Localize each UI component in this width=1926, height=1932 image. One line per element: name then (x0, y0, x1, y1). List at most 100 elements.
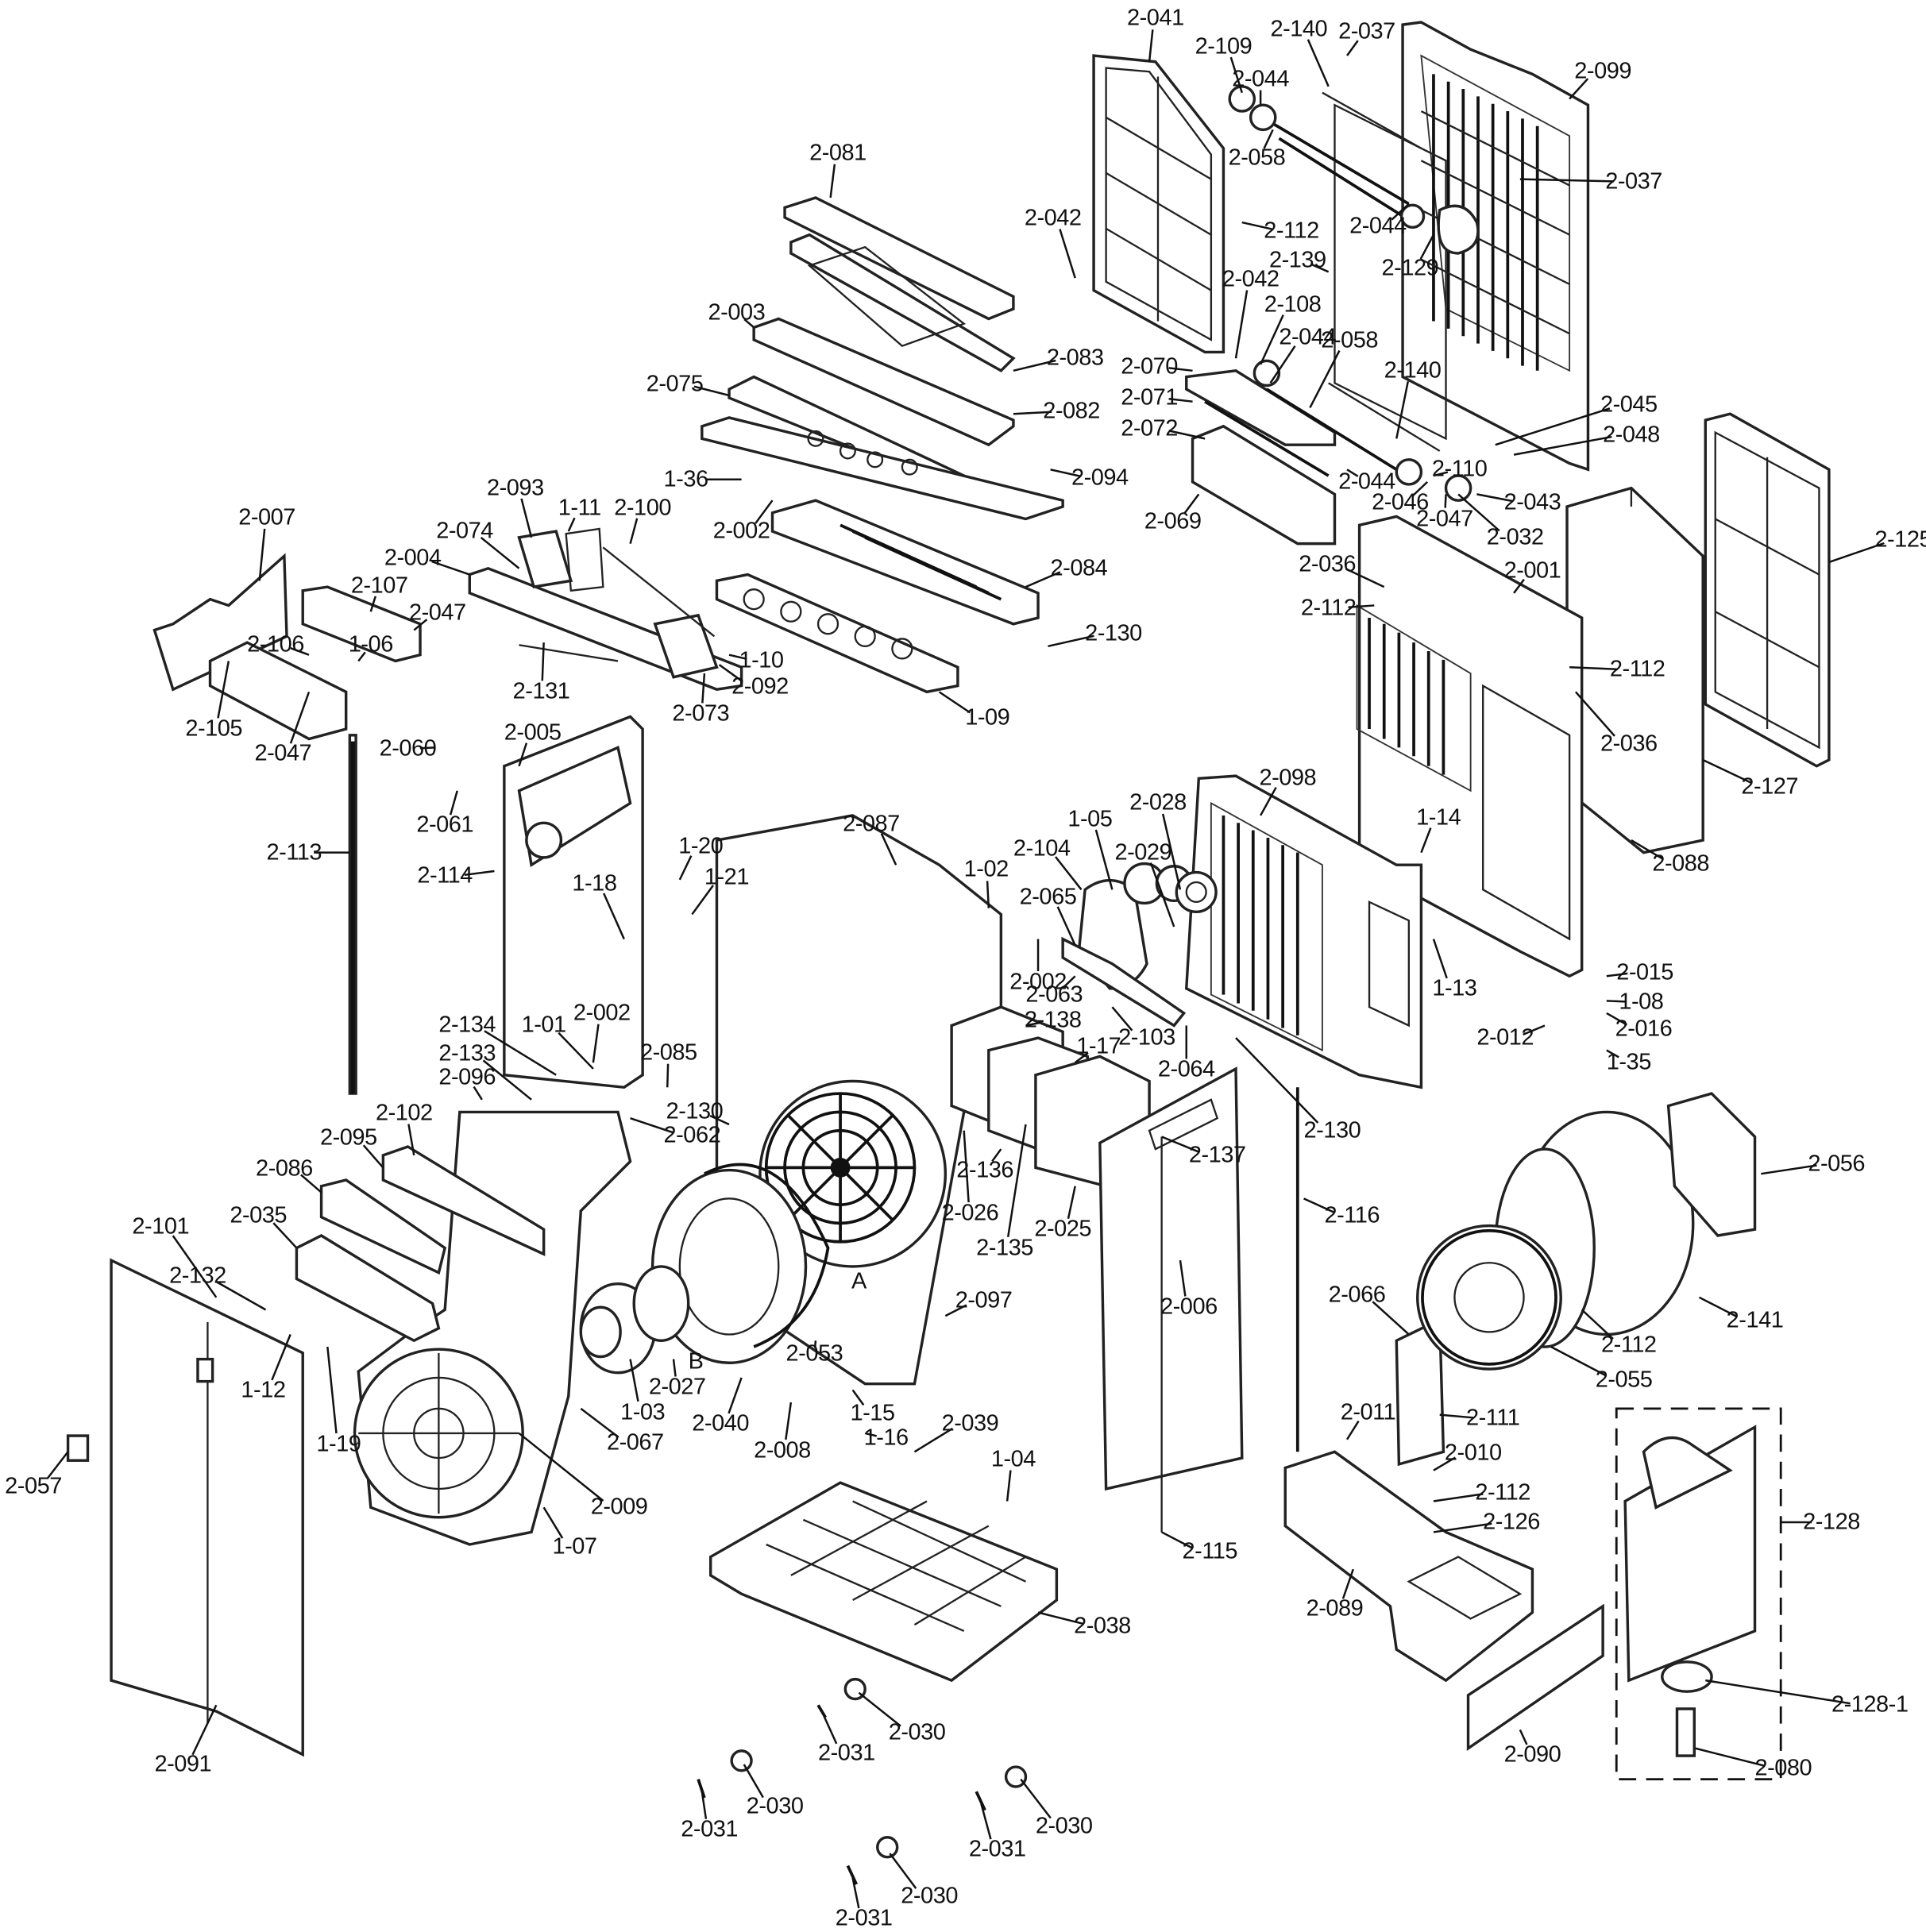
leader-line (473, 1086, 483, 1101)
part-label: 2-081 (809, 140, 867, 166)
leader-line (1395, 381, 1410, 439)
part-label: 2-138 (1024, 1007, 1082, 1033)
left-side-cover (152, 553, 422, 741)
part-label: 2-090 (1503, 1741, 1561, 1768)
leader-line (1519, 178, 1615, 183)
leader-line (813, 1340, 817, 1348)
part-label: 1-09 (965, 704, 1010, 731)
leader-line (431, 560, 470, 576)
leader-line (1056, 906, 1076, 946)
leader-line (820, 1710, 838, 1745)
leader-line (1433, 1493, 1484, 1502)
part-label: 1-15 (850, 1400, 896, 1426)
part-label: 2-025 (1034, 1216, 1091, 1242)
part-label: 2-044 (1232, 66, 1289, 92)
part-label: 2-028 (1129, 789, 1187, 816)
leader-line (1094, 829, 1114, 890)
leader-line (1411, 480, 1429, 497)
part-label: 1-11 (558, 495, 601, 521)
leader-line (880, 833, 897, 866)
part-label: 2-080 (1754, 1755, 1812, 1781)
part-label: 2-112 (1475, 1479, 1530, 1506)
drum-filter (650, 1163, 830, 1364)
part-label: 1-19 (316, 1431, 361, 1457)
part-label: 2-112 (1601, 1332, 1657, 1358)
leader-line (1550, 1345, 1607, 1377)
leader-line (1513, 578, 1525, 594)
leader-line (407, 1124, 415, 1156)
leader-line (1269, 345, 1296, 384)
part-label: 2-031 (818, 1740, 875, 1766)
part-label: 2-004 (384, 545, 442, 571)
leader-line (743, 1764, 764, 1799)
part-label: 2-087 (843, 811, 900, 837)
leader-line (1341, 1568, 1354, 1599)
part-label: 2-136 (956, 1157, 1013, 1183)
part-label: 1-17 (1076, 1033, 1121, 1059)
letter-marker: B (688, 1348, 704, 1375)
leader-line (1234, 290, 1249, 359)
leader-line (46, 1451, 69, 1479)
part-label: 2-103 (1118, 1024, 1175, 1051)
leader-line (858, 1691, 901, 1727)
leader-line (963, 1130, 970, 1203)
leader-line (1345, 568, 1385, 588)
part-label: 2-072 (1121, 415, 1178, 442)
leader-line (217, 661, 230, 719)
leader-line (1048, 634, 1094, 648)
part-label: 2-128-1 (1831, 1691, 1909, 1718)
leader-line (728, 654, 747, 661)
leader-line (1013, 359, 1056, 372)
part-label: 2-070 (1121, 353, 1178, 380)
part-label: 2-141 (1726, 1307, 1784, 1333)
part-label: 1-02 (963, 856, 1009, 882)
part-label: 2-060 (379, 735, 437, 762)
leader-line (1168, 397, 1193, 403)
leader-line (1025, 571, 1061, 588)
middle-frame (1184, 774, 1423, 1089)
part-label: 1-01 (521, 1012, 567, 1038)
part-label: 2-042 (1024, 205, 1082, 231)
leader-line (464, 870, 495, 877)
leader-line (1495, 407, 1611, 446)
leader-line (755, 499, 774, 524)
part-label: 2-003 (708, 299, 766, 326)
part-label: 2-047 (408, 600, 466, 626)
rear-panel (1401, 21, 1590, 472)
leader-line (1168, 430, 1206, 440)
leader-line (980, 1803, 992, 1840)
leader-line (851, 1877, 860, 1909)
leader-line (1067, 1186, 1076, 1220)
leader-line (701, 1791, 708, 1819)
leader-line (362, 1144, 384, 1169)
leader-line (1457, 493, 1500, 532)
leader-line (1523, 1024, 1546, 1036)
leader-line (1702, 758, 1752, 785)
part-label: 2-066 (1328, 1282, 1386, 1308)
part-label: 2-132 (169, 1263, 226, 1289)
part-label: 2-134 (438, 1012, 496, 1038)
leader-line (1420, 827, 1432, 854)
part-label: 2-035 (230, 1202, 288, 1228)
part-label: 1-18 (572, 870, 617, 897)
main-frame (1356, 515, 1584, 978)
part-label: 2-083 (1046, 345, 1104, 371)
leader-line (829, 164, 836, 199)
part-label: 2-140 (1270, 16, 1328, 42)
leader-line (718, 664, 743, 683)
leader-line (1260, 786, 1277, 816)
part-label: 2-073 (672, 700, 730, 727)
leader-line (1569, 665, 1618, 671)
leader-line (1183, 493, 1200, 515)
part-label: 2-064 (1157, 1056, 1215, 1082)
leader-line (1050, 469, 1081, 477)
part-label: 2-139 (1268, 247, 1326, 273)
leader-line (1229, 56, 1243, 94)
part-label: 2-091 (154, 1751, 212, 1777)
part-label: 2-126 (1483, 1509, 1540, 1535)
part-label: 2-047 (1416, 506, 1473, 532)
leader-line (518, 742, 528, 767)
letter-marker: A (851, 1268, 867, 1294)
part-label: 2-140 (1384, 357, 1442, 384)
